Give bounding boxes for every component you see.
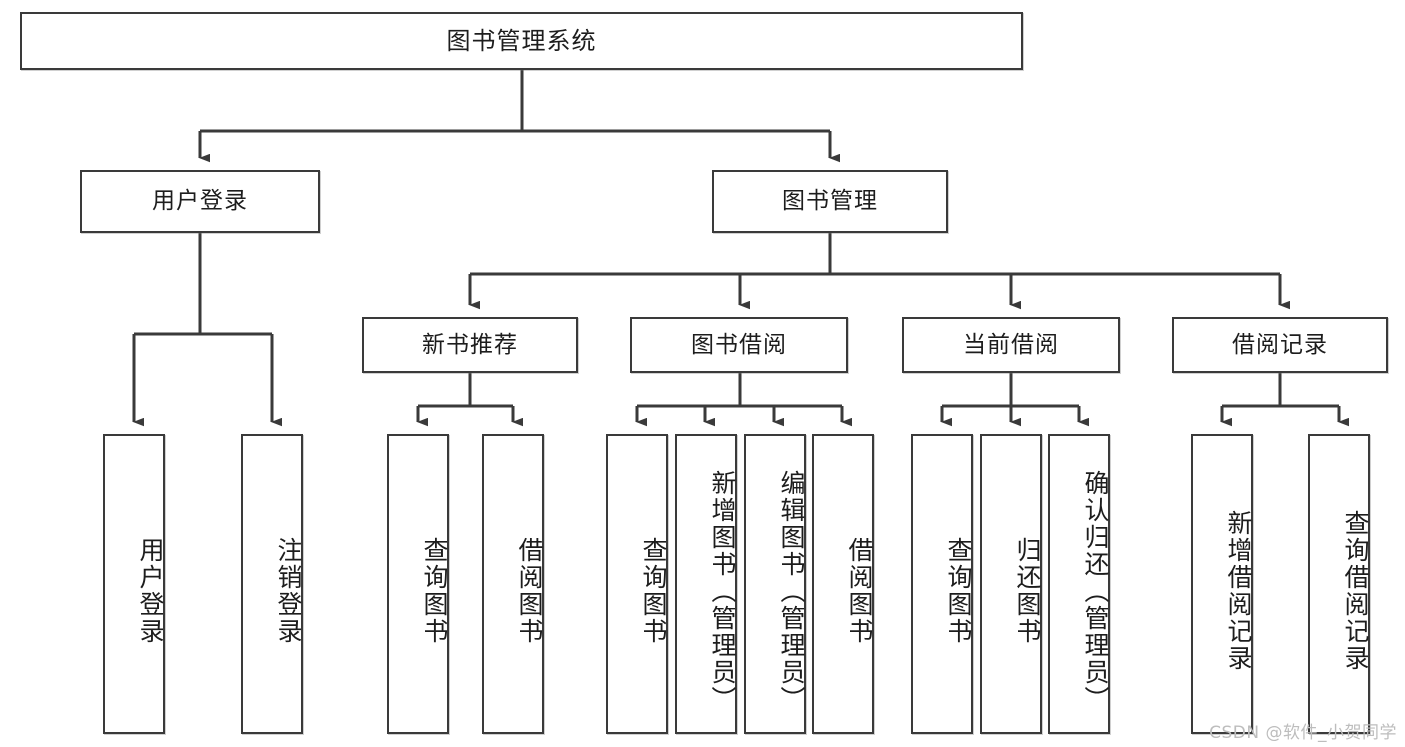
node-current-borrowing[interactable]: 当前借阅	[902, 317, 1120, 373]
leaf-logout[interactable]: 注销登录	[241, 434, 303, 734]
node-label: 借阅图书	[515, 537, 544, 645]
node-label: 新书推荐	[422, 331, 518, 358]
leaf-add-borrow-record[interactable]: 新增借阅记录	[1191, 434, 1253, 734]
leaf-query-books-current[interactable]: 查询图书	[911, 434, 973, 734]
leaf-query-books-borrowing[interactable]: 查询图书	[606, 434, 668, 734]
node-book-borrowing[interactable]: 图书借阅	[630, 317, 848, 373]
node-label: 图书管理系统	[446, 27, 597, 55]
watermark-text: CSDN @软件_小贺同学	[1209, 723, 1397, 743]
node-label: 图书管理	[782, 188, 878, 215]
leaf-query-borrow-record[interactable]: 查询借阅记录	[1308, 434, 1370, 734]
node-label: 借阅图书	[845, 537, 874, 645]
leaf-borrow-books-borrowing[interactable]: 借阅图书	[812, 434, 874, 734]
node-new-book-recommendation[interactable]: 新书推荐	[362, 317, 578, 373]
node-label: 新增图书（管理员）	[708, 469, 737, 713]
node-user-login[interactable]: 用户登录	[80, 170, 320, 233]
leaf-user-login[interactable]: 用户登录	[103, 434, 165, 734]
node-label: 注销登录	[274, 537, 303, 645]
leaf-edit-book-admin[interactable]: 编辑图书（管理员）	[744, 434, 806, 734]
node-label: 当前借阅	[963, 331, 1059, 358]
node-label: 查询图书	[639, 537, 668, 645]
leaf-confirm-return-admin[interactable]: 确认归还（管理员）	[1048, 434, 1110, 734]
leaf-borrow-books-recommendation[interactable]: 借阅图书	[482, 434, 544, 734]
node-label: 新增借阅记录	[1224, 510, 1253, 672]
node-borrowing-records[interactable]: 借阅记录	[1172, 317, 1388, 373]
node-label: 编辑图书（管理员）	[777, 469, 806, 713]
node-book-management[interactable]: 图书管理	[712, 170, 948, 233]
node-label: 查询借阅记录	[1341, 510, 1370, 672]
leaf-query-books-recommendation[interactable]: 查询图书	[387, 434, 449, 734]
node-label: 查询图书	[420, 537, 449, 645]
node-label: 归还图书	[1013, 537, 1042, 645]
leaf-add-book-admin[interactable]: 新增图书（管理员）	[675, 434, 737, 734]
node-label: 查询图书	[944, 537, 973, 645]
node-root-library-management-system[interactable]: 图书管理系统	[20, 12, 1023, 70]
node-label: 借阅记录	[1232, 331, 1328, 358]
node-label: 用户登录	[136, 537, 165, 645]
leaf-return-books[interactable]: 归还图书	[980, 434, 1042, 734]
node-label: 确认归还（管理员）	[1081, 469, 1110, 713]
node-label: 图书借阅	[691, 331, 787, 358]
node-label: 用户登录	[152, 188, 248, 215]
